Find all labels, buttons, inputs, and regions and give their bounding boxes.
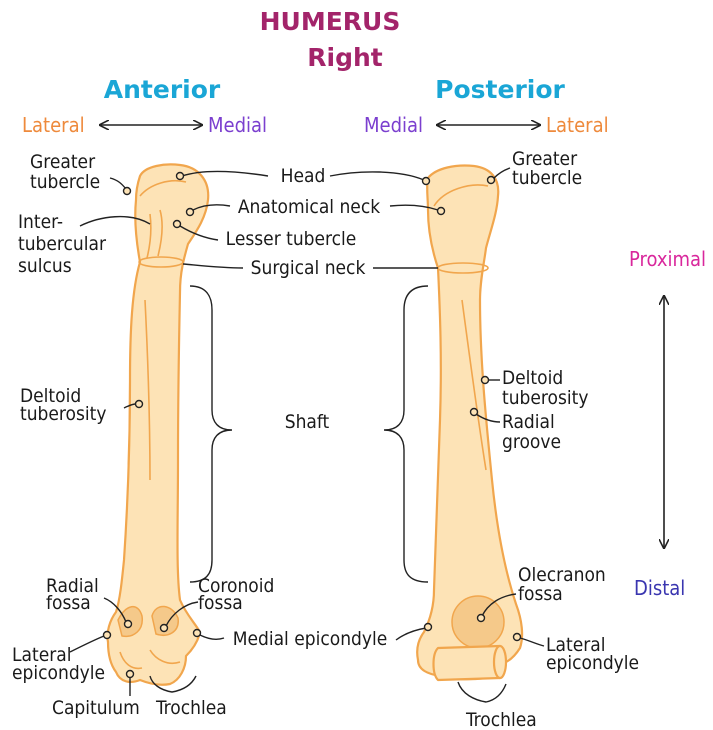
label-radial-groove-1: Radial [502,411,555,433]
anterior-humerus [107,164,208,684]
marker-anatomical-neck-posterior [438,208,445,215]
leader-lateral-epicondyle-posterior [520,638,544,646]
posterior-lateral-label: Lateral [546,113,609,137]
anterior-medial-label: Medial [208,113,267,137]
marker-anatomical-neck-anterior [187,209,194,216]
proximal-label: Proximal [629,247,706,271]
label-radial-fossa-2: fossa [46,592,91,614]
label-deltoid-posterior-1: Deltoid [502,367,563,389]
label-lateral-epicondyle-posterior-2: epicondyle [546,652,639,674]
marker-capitulum [127,671,134,678]
label-greater-tubercle-anterior-2: tubercle [30,171,100,193]
label-coronoid-fossa-2: fossa [198,592,243,614]
marker-olecranon-fossa [478,615,485,622]
marker-lateral-epicondyle-anterior [104,632,111,639]
posterior-shaft-brace [384,286,428,582]
label-deltoid-anterior-2: tuberosity [20,403,106,425]
label-capitulum: Capitulum [52,697,140,719]
label-head: Head [281,165,326,187]
label-greater-tubercle-posterior-2: tubercle [512,167,582,189]
marker-deltoid-anterior [136,401,143,408]
leader-head-posterior [330,172,424,180]
label-lateral-epicondyle-anterior-2: epicondyle [12,662,105,684]
label-anatomical-neck: Anatomical neck [238,196,380,218]
label-surgical-neck: Surgical neck [251,257,366,279]
marker-head-anterior [177,173,184,180]
marker-radial-fossa [125,621,132,628]
distal-label: Distal [634,576,685,600]
diagram-subtitle: Right [307,43,383,72]
anterior-shaft-brace [190,286,232,582]
marker-greater-tubercle-posterior [488,177,495,184]
leader-lateral-epicondyle-anterior [70,636,104,652]
label-intertubercular-1: Inter- [18,211,63,233]
leader-greater-tubercle-anterior [110,178,126,189]
label-medial-epicondyle: Medial epicondyle [233,628,388,650]
label-intertubercular-2: tubercular [18,233,107,255]
marker-greater-tubercle-anterior [124,188,131,195]
marker-head-posterior [423,178,430,185]
label-trochlea-posterior: Trochlea [465,709,537,730]
diagram-title: HUMERUS [260,7,401,36]
marker-deltoid-posterior [482,377,489,384]
leader-surgical-neck-anterior [183,264,243,268]
anterior-heading: Anterior [104,75,221,104]
marker-medial-epicondyle-anterior [194,630,201,637]
label-trochlea-anterior: Trochlea [155,697,227,719]
label-olecranon-fossa-2: fossa [518,583,563,605]
label-intertubercular-3: sulcus [18,255,72,277]
marker-medial-epicondyle-posterior [425,624,432,631]
anterior-lateral-label: Lateral [22,113,85,137]
marker-coronoid-fossa [161,625,168,632]
posterior-trochlea-end [494,646,506,678]
leader-greater-tubercle-posterior [494,168,510,178]
posterior-heading: Posterior [435,75,565,104]
posterior-medial-label: Medial [364,113,423,137]
label-greater-tubercle-anterior: Greater [30,151,96,173]
label-radial-groove-2: groove [502,431,561,453]
leader-trochlea-posterior [458,682,506,702]
label-shaft: Shaft [285,411,330,433]
marker-radial-groove [471,409,478,416]
marker-lateral-epicondyle-posterior [514,634,521,641]
posterior-olecranon-fossa-shape [452,596,504,648]
marker-lesser-tubercle [174,221,181,228]
anterior-bone-outline [107,164,208,684]
label-deltoid-posterior-2: tuberosity [502,387,588,409]
label-lesser-tubercle: Lesser tubercle [226,228,357,250]
leader-medial-epicondyle-anterior [200,635,224,639]
